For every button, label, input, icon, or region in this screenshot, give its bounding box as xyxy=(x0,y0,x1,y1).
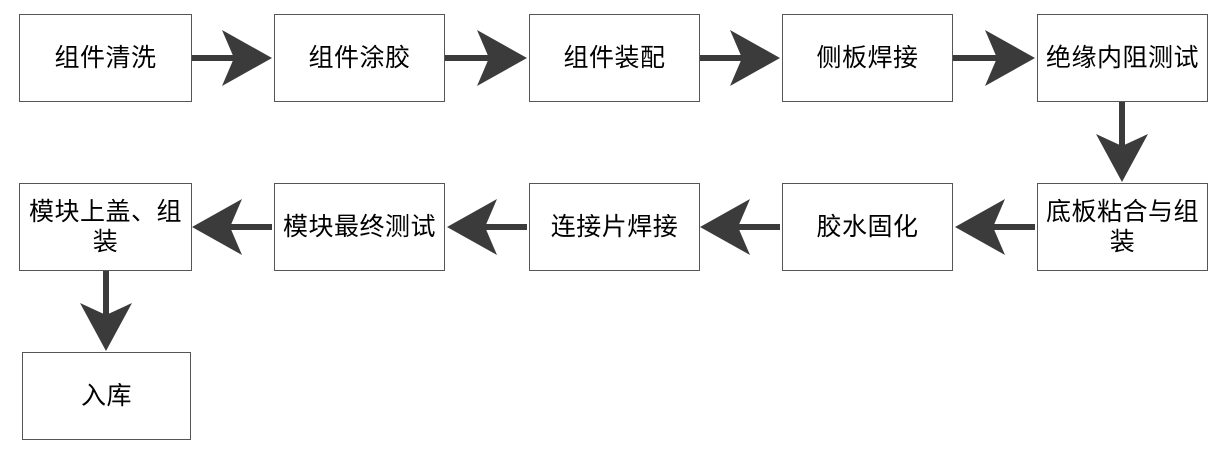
node-label: 组件装配 xyxy=(563,42,666,72)
process-node-warehousing[interactable]: 入库 xyxy=(22,352,191,440)
node-label: 组件涂胶 xyxy=(308,42,411,72)
node-label: 模块最终测试 xyxy=(282,211,436,241)
edge-n6-n7 xyxy=(955,199,1035,255)
edge-n4-n5 xyxy=(953,30,1035,86)
process-node-side-plate-welding[interactable]: 侧板焊接 xyxy=(782,14,953,102)
edge-n8-n9 xyxy=(447,199,527,255)
edge-n9-n10 xyxy=(192,199,272,255)
edge-n1-n2 xyxy=(192,30,272,86)
process-node-component-cleaning[interactable]: 组件清洗 xyxy=(19,14,192,102)
process-node-insulation-resistance-test[interactable]: 绝缘内阻测试 xyxy=(1037,14,1208,102)
process-node-connector-welding[interactable]: 连接片焊接 xyxy=(529,183,700,271)
edge-n2-n3 xyxy=(445,30,527,86)
process-node-module-final-test[interactable]: 模块最终测试 xyxy=(274,183,445,271)
node-label: 底板粘合与组装 xyxy=(1045,196,1199,257)
edge-n3-n4 xyxy=(700,30,780,86)
node-label: 组件清洗 xyxy=(54,42,157,72)
node-label: 连接片焊接 xyxy=(550,211,679,241)
node-label: 模块上盖、组装 xyxy=(28,196,182,257)
process-node-component-gluing[interactable]: 组件涂胶 xyxy=(274,14,445,102)
node-label: 侧板焊接 xyxy=(816,42,919,72)
process-node-glue-curing[interactable]: 胶水固化 xyxy=(782,183,953,271)
node-label: 胶水固化 xyxy=(816,211,919,241)
edge-n10-n11 xyxy=(80,271,132,351)
process-node-base-plate-bonding-assembly[interactable]: 底板粘合与组装 xyxy=(1037,183,1208,271)
edge-n7-n8 xyxy=(700,199,780,255)
process-node-component-assembly[interactable]: 组件装配 xyxy=(529,14,700,102)
node-label: 绝缘内阻测试 xyxy=(1045,42,1199,72)
node-label: 入库 xyxy=(80,380,132,410)
edge-n5-n6 xyxy=(1096,102,1148,182)
process-node-module-cover-assembly[interactable]: 模块上盖、组装 xyxy=(19,183,192,271)
